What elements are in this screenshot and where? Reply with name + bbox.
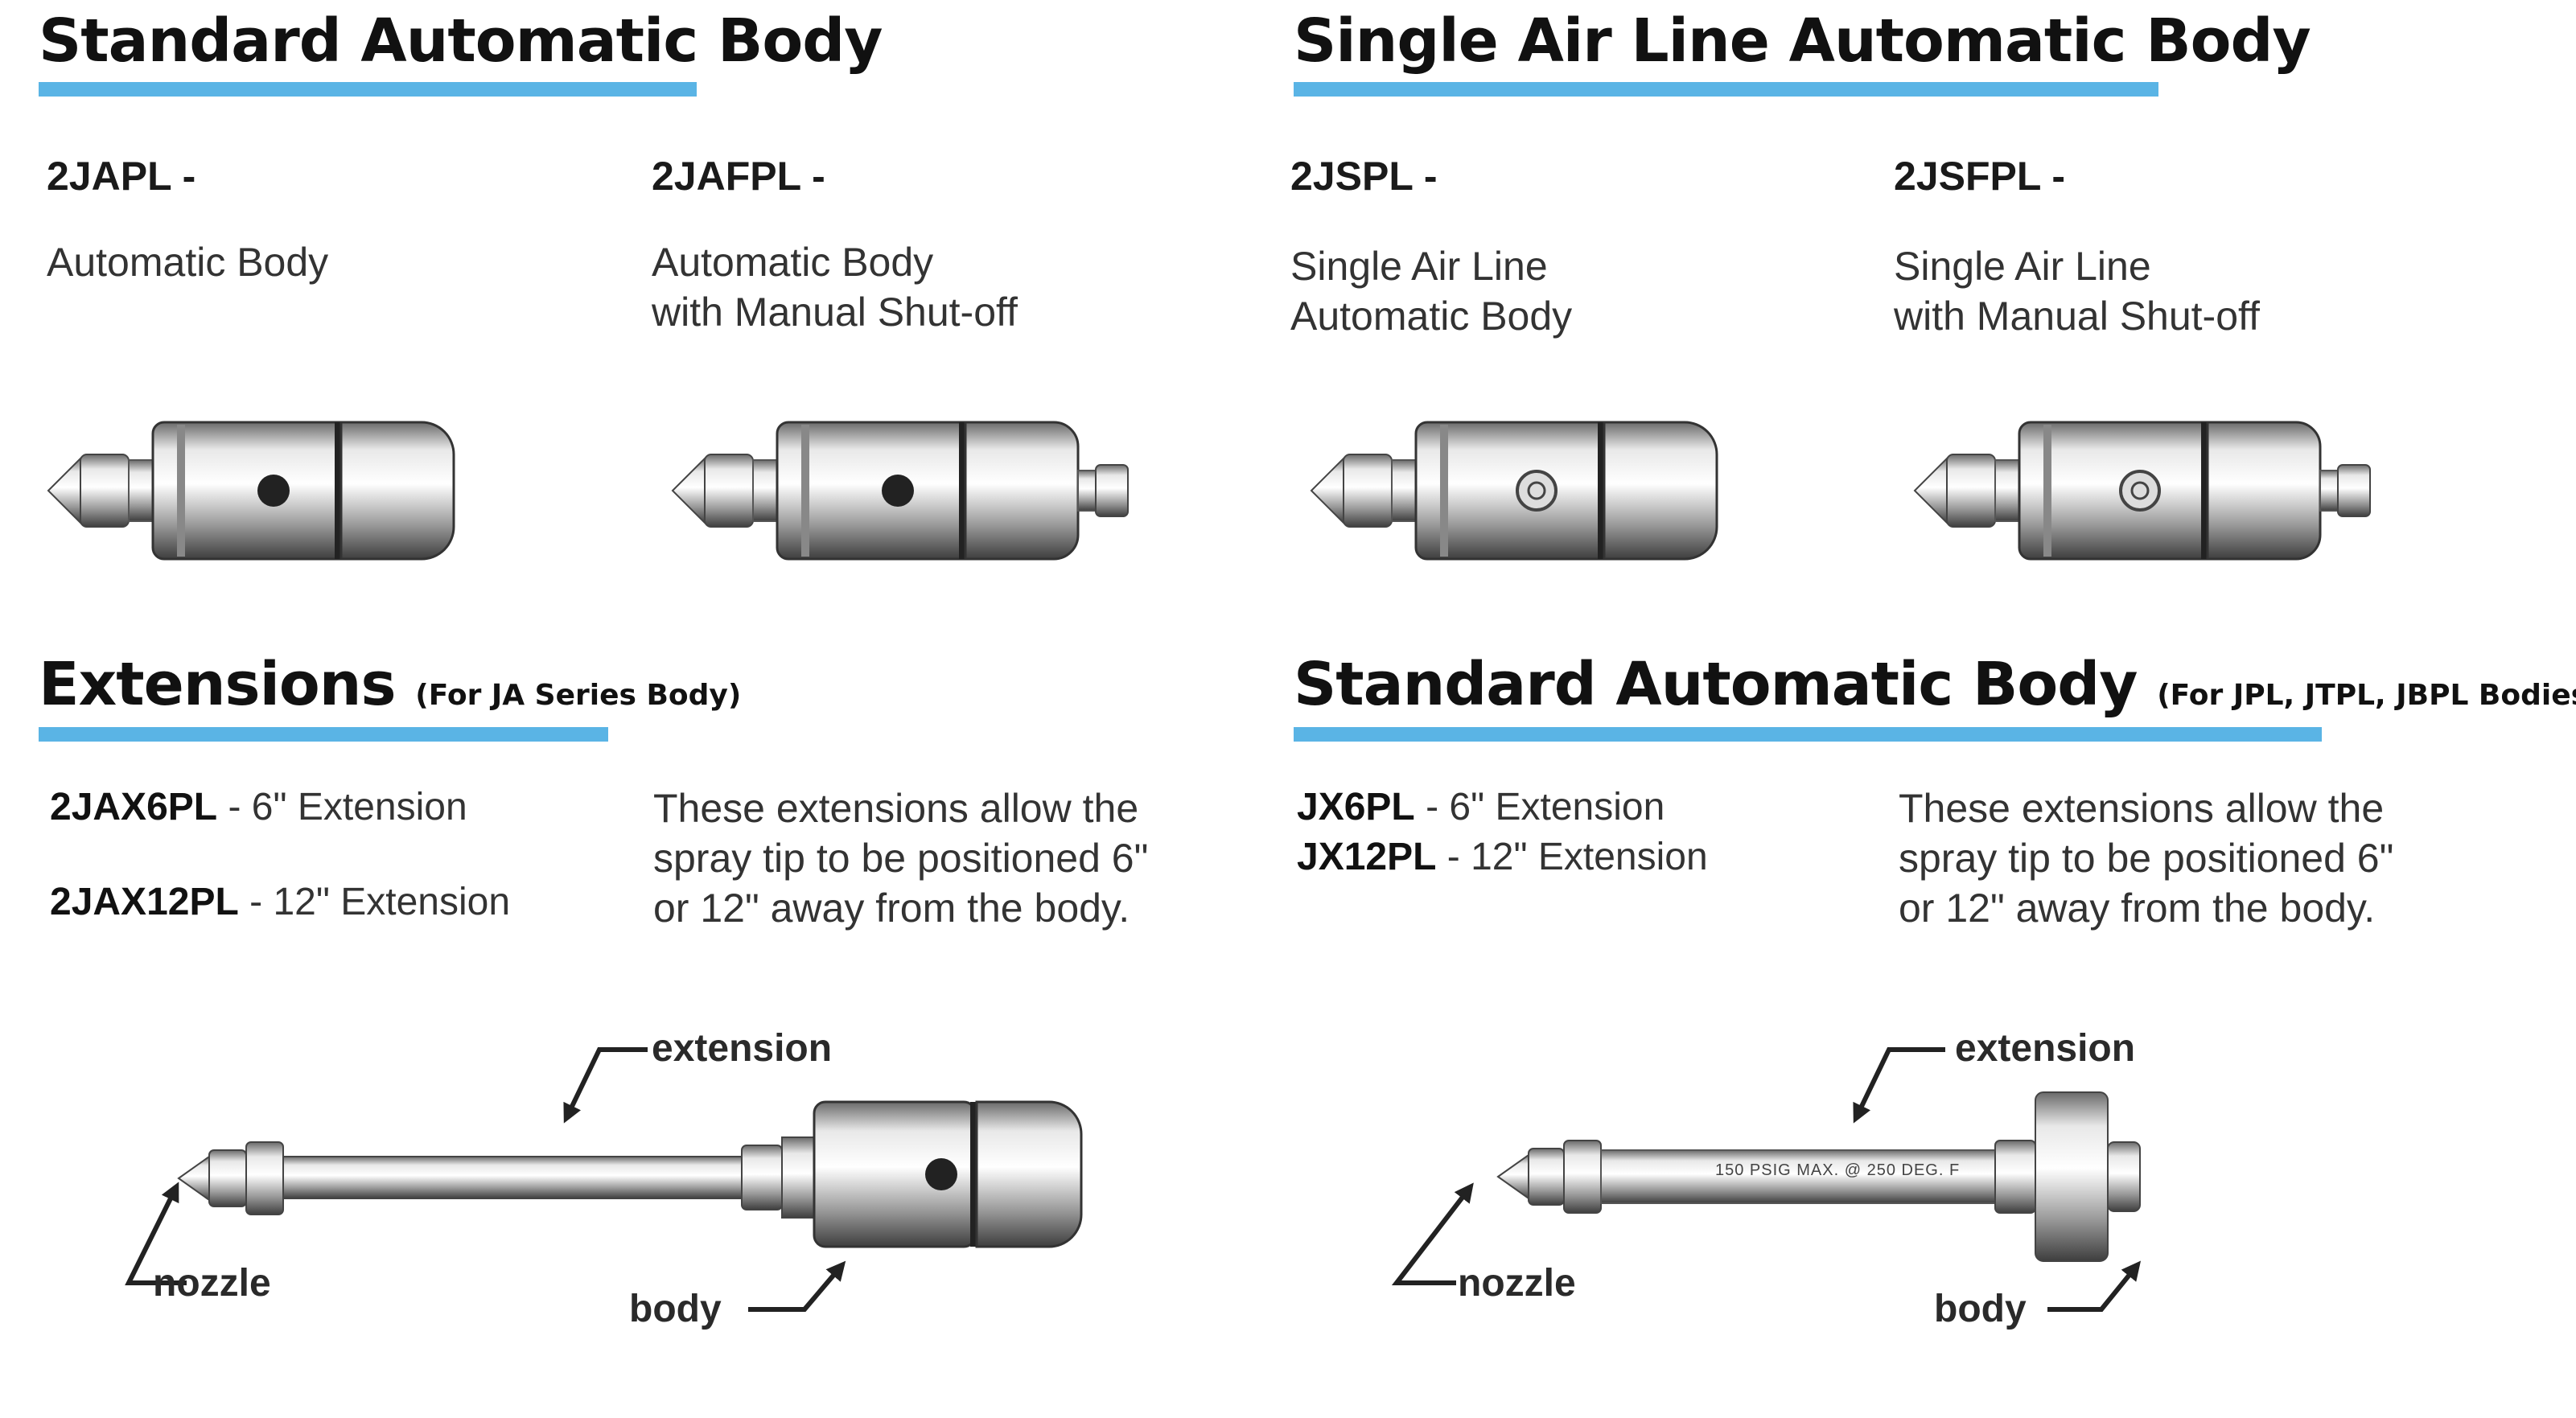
callout-nozzle-left: nozzle	[153, 1262, 271, 1305]
image-2jspl-single-air-line-body	[1310, 421, 1718, 561]
image-2japl-automatic-body	[47, 421, 455, 561]
extension-code: JX12PL	[1297, 836, 1437, 878]
extension-item-jx6pl: JX6PL - 6" Extension	[1297, 785, 1665, 829]
callout-nozzle-right: nozzle	[1458, 1262, 1576, 1305]
product-code-2jsfpl: 2JSFPL -	[1894, 154, 2066, 199]
section-title-text: Single Air Line Automatic Body	[1294, 6, 2311, 76]
extension-label: - 6" Extension	[1414, 786, 1665, 828]
extension-label: - 12" Extension	[238, 881, 511, 923]
section-title-standard-automatic-body: Standard Automatic Body	[39, 6, 883, 76]
extension-item-2jax6pl: 2JAX6PL - 6" Extension	[50, 785, 467, 829]
image-2jsfpl-single-air-line-shutoff	[1913, 421, 2371, 561]
image-ja-series-extension-assembly	[177, 1100, 1083, 1248]
section-title-text: Standard Automatic Body	[39, 6, 883, 76]
callout-extension-right: extension	[1955, 1027, 2136, 1070]
callout-body-left: body	[629, 1288, 722, 1330]
extension-description-left: These extensions allow the spray tip to …	[653, 786, 1149, 931]
product-desc-2japl: Automatic Body	[47, 240, 329, 285]
product-code-2jspl: 2JSPL -	[1290, 154, 1438, 199]
callout-extension-left: extension	[652, 1027, 833, 1070]
section-title-extensions: Extensions (For JA Series Body)	[39, 650, 741, 719]
product-desc-2jsfpl: Single Air Line with Manual Shut-off	[1894, 244, 2260, 339]
extension-label: - 6" Extension	[217, 786, 467, 828]
extension-item-2jax12pl: 2JAX12PL - 12" Extension	[50, 880, 510, 924]
section-title-text: Extensions	[39, 650, 397, 719]
extension-code: 2JAX6PL	[50, 786, 218, 828]
extension-label: - 12" Extension	[1436, 836, 1708, 878]
section-underline	[1294, 727, 2322, 742]
product-desc-2jafpl: Automatic Body with Manual Shut-off	[652, 240, 1018, 335]
section-title-note: (For JA Series Body)	[415, 679, 742, 712]
extension-item-jx12pl: JX12PL - 12" Extension	[1297, 835, 1708, 879]
extension-description-right: These extensions allow the spray tip to …	[1899, 786, 2394, 931]
extension-code: JX6PL	[1297, 786, 1415, 828]
product-code-2jafpl: 2JAFPL -	[652, 154, 825, 199]
section-underline	[39, 727, 608, 742]
section-underline	[1294, 82, 2158, 97]
callout-body-right: body	[1934, 1288, 2027, 1330]
section-title-standard-automatic-body-jpl: Standard Automatic Body (For JPL, JTPL, …	[1294, 650, 2576, 719]
image-2jafpl-manual-shutoff-body	[671, 421, 1129, 561]
section-underline	[39, 82, 697, 97]
section-title-note: (For JPL, JTPL, JBPL Bodies)	[2157, 679, 2576, 712]
section-title-single-air-line: Single Air Line Automatic Body	[1294, 6, 2311, 76]
product-code-2japl: 2JAPL -	[47, 154, 196, 199]
pressure-rating-stamp: 150 PSIG MAX. @ 250 DEG. F	[1715, 1161, 1961, 1179]
image-jx-extension-assembly	[1496, 1091, 2141, 1262]
extension-code: 2JAX12PL	[50, 881, 239, 923]
product-desc-2jspl: Single Air Line Automatic Body	[1290, 244, 1573, 339]
section-title-text: Standard Automatic Body	[1294, 650, 2138, 719]
